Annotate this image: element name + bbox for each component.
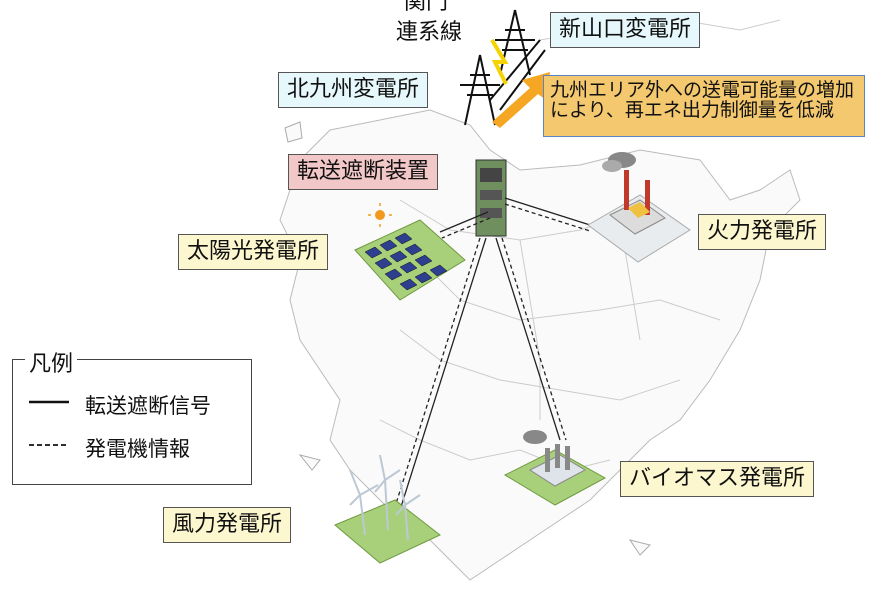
wind-plant-label: 風力発電所: [163, 507, 292, 543]
wind-farm-icon: [334, 454, 441, 564]
thermal-plant-icon: [587, 152, 691, 263]
transfer-device-label: 転送遮断装置: [288, 154, 439, 190]
legend: 凡例 転送遮断信号 発電機情報: [12, 346, 252, 485]
interconnection-label-top: 関門: [404, 0, 449, 15]
arrow-icon: [492, 72, 550, 128]
shin-yamaguchi-substation-label: 新山口変電所: [550, 12, 701, 48]
lightning-icon: [490, 38, 509, 85]
solar-plant-label: 太陽光発電所: [178, 234, 329, 270]
sun-icon: [368, 203, 392, 227]
thermal-plant-label: 火力発電所: [698, 214, 827, 250]
transmission-tower-icon: [460, 9, 546, 126]
interconnection-label-bottom: 連系線: [396, 20, 463, 45]
biomass-plant-icon: [503, 430, 607, 506]
legend-symbols: [29, 400, 69, 446]
legend-title: 凡例: [25, 346, 78, 378]
legend-solid-label: 転送遮断信号: [85, 394, 211, 418]
solar-plant-icon: [354, 219, 466, 301]
effect-note: 九州エリア外への送電可能量の増加により、再エネ出力制御量を低減: [543, 75, 865, 137]
legend-dashed-label: 発電機情報: [85, 437, 190, 461]
transfer-device-icon: [475, 159, 507, 237]
kitakyushu-substation-label: 北九州変電所: [278, 72, 429, 108]
signal-lines: [393, 197, 591, 511]
biomass-plant-label: バイオマス発電所: [620, 461, 815, 497]
